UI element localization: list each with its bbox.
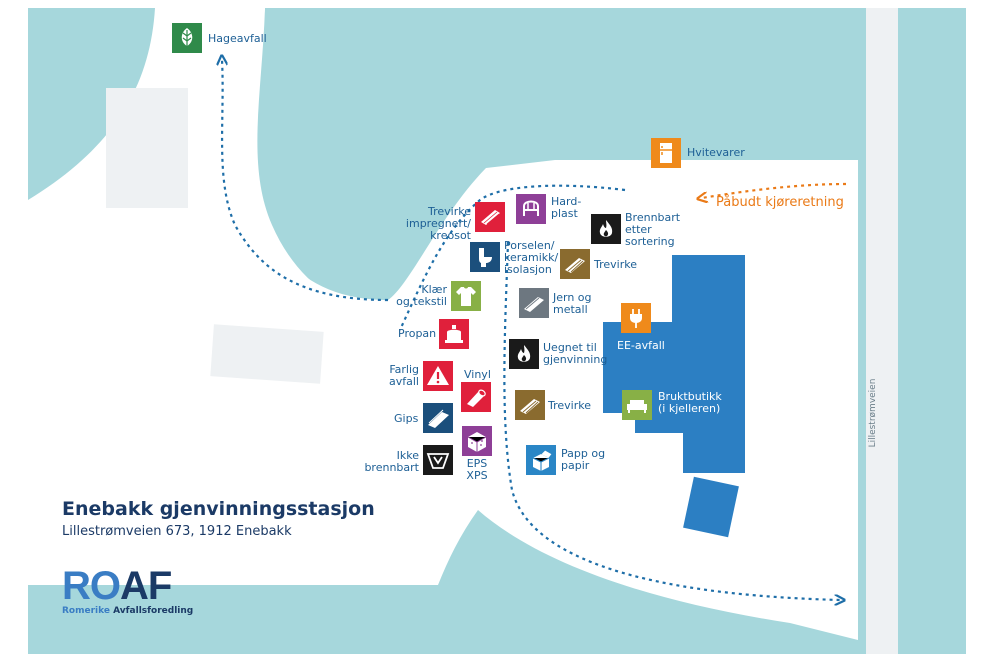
path-entry bbox=[702, 182, 847, 198]
bin-icon[interactable] bbox=[423, 445, 453, 475]
access-road bbox=[136, 8, 388, 355]
station-trevirke-impregnert: Trevirke impregnert/ kreosot bbox=[405, 205, 471, 242]
wood-planks-icon[interactable] bbox=[515, 390, 545, 420]
station-vinyl: Vinyl bbox=[464, 368, 491, 381]
station-trevirke-1: Trevirke bbox=[594, 258, 637, 271]
station-hageavfall: Hageavfall bbox=[208, 32, 267, 45]
path-loop bbox=[398, 184, 626, 331]
station-hvitevarer: Hvitevarer bbox=[687, 146, 745, 159]
shed-south bbox=[210, 324, 324, 384]
small-building bbox=[683, 476, 739, 538]
road bbox=[866, 8, 898, 654]
station-jern: Jern og metall bbox=[553, 291, 592, 316]
fridge-icon[interactable] bbox=[651, 138, 681, 168]
vinyl-roll-icon[interactable] bbox=[461, 382, 491, 412]
logo-subtitle-1: Romerike bbox=[62, 606, 110, 616]
station-trevirke-2: Trevirke bbox=[548, 399, 591, 412]
station-hardplast: Hard- plast bbox=[551, 195, 582, 220]
plug-icon[interactable] bbox=[621, 303, 651, 333]
flame-icon[interactable] bbox=[509, 339, 539, 369]
address: Lillestrømveien 673, 1912 Enebakk bbox=[62, 524, 292, 539]
logo-subtitle: Romerike Avfallsforedling bbox=[62, 606, 193, 616]
station-gips: Gips bbox=[394, 412, 419, 425]
chair-icon[interactable] bbox=[516, 194, 546, 224]
logo-af: AF bbox=[120, 564, 172, 608]
gas-tank-icon[interactable] bbox=[439, 319, 469, 349]
roaf-logo: ROAF bbox=[62, 564, 172, 608]
station-eps: EPS XPS bbox=[466, 457, 488, 482]
station-bruktbutikk: Bruktbutikk (i kjelleren) bbox=[658, 390, 722, 415]
station-papp: Papp og papir bbox=[561, 447, 606, 472]
logo-subtitle-2: Avfallsforedling bbox=[113, 606, 194, 616]
station-propan: Propan bbox=[398, 327, 437, 340]
station-porselen: Porselen/ keramikk/ isolasjon bbox=[504, 239, 559, 276]
sofa-icon[interactable] bbox=[622, 390, 652, 420]
page-title: Enebakk gjenvinningsstasjon bbox=[62, 498, 375, 520]
treated-wood-icon[interactable] bbox=[475, 202, 505, 232]
cardboard-box-icon[interactable] bbox=[526, 445, 556, 475]
station-klaer: Klær og tekstil bbox=[396, 283, 447, 308]
metal-icon[interactable] bbox=[519, 288, 549, 318]
shed-west bbox=[106, 88, 188, 208]
station-farlig: Farlig avfall bbox=[389, 363, 419, 388]
path-south bbox=[503, 241, 840, 600]
flame-icon[interactable] bbox=[591, 214, 621, 244]
toilet-icon[interactable] bbox=[470, 242, 500, 272]
station-ikke-brennbart: Ikke brennbart bbox=[364, 449, 419, 474]
eps-block-icon[interactable] bbox=[462, 426, 492, 456]
station-uegnet: Uegnet til gjenvinning bbox=[543, 341, 608, 366]
station-brennbart-etter-sortering: Brennbart etter sortering bbox=[625, 211, 681, 248]
wood-planks-icon[interactable] bbox=[560, 249, 590, 279]
gypsum-board-icon[interactable] bbox=[423, 403, 453, 433]
shirt-icon[interactable] bbox=[451, 281, 481, 311]
driving-direction-label: Påbudt kjøreretning bbox=[716, 195, 844, 210]
leaf-icon[interactable] bbox=[172, 23, 202, 53]
logo-ro: RO bbox=[62, 564, 121, 608]
station-ee-avfall: EE-avfall bbox=[617, 339, 665, 352]
road-label: Lillestrømveien bbox=[868, 378, 878, 448]
warning-icon[interactable] bbox=[423, 361, 453, 391]
